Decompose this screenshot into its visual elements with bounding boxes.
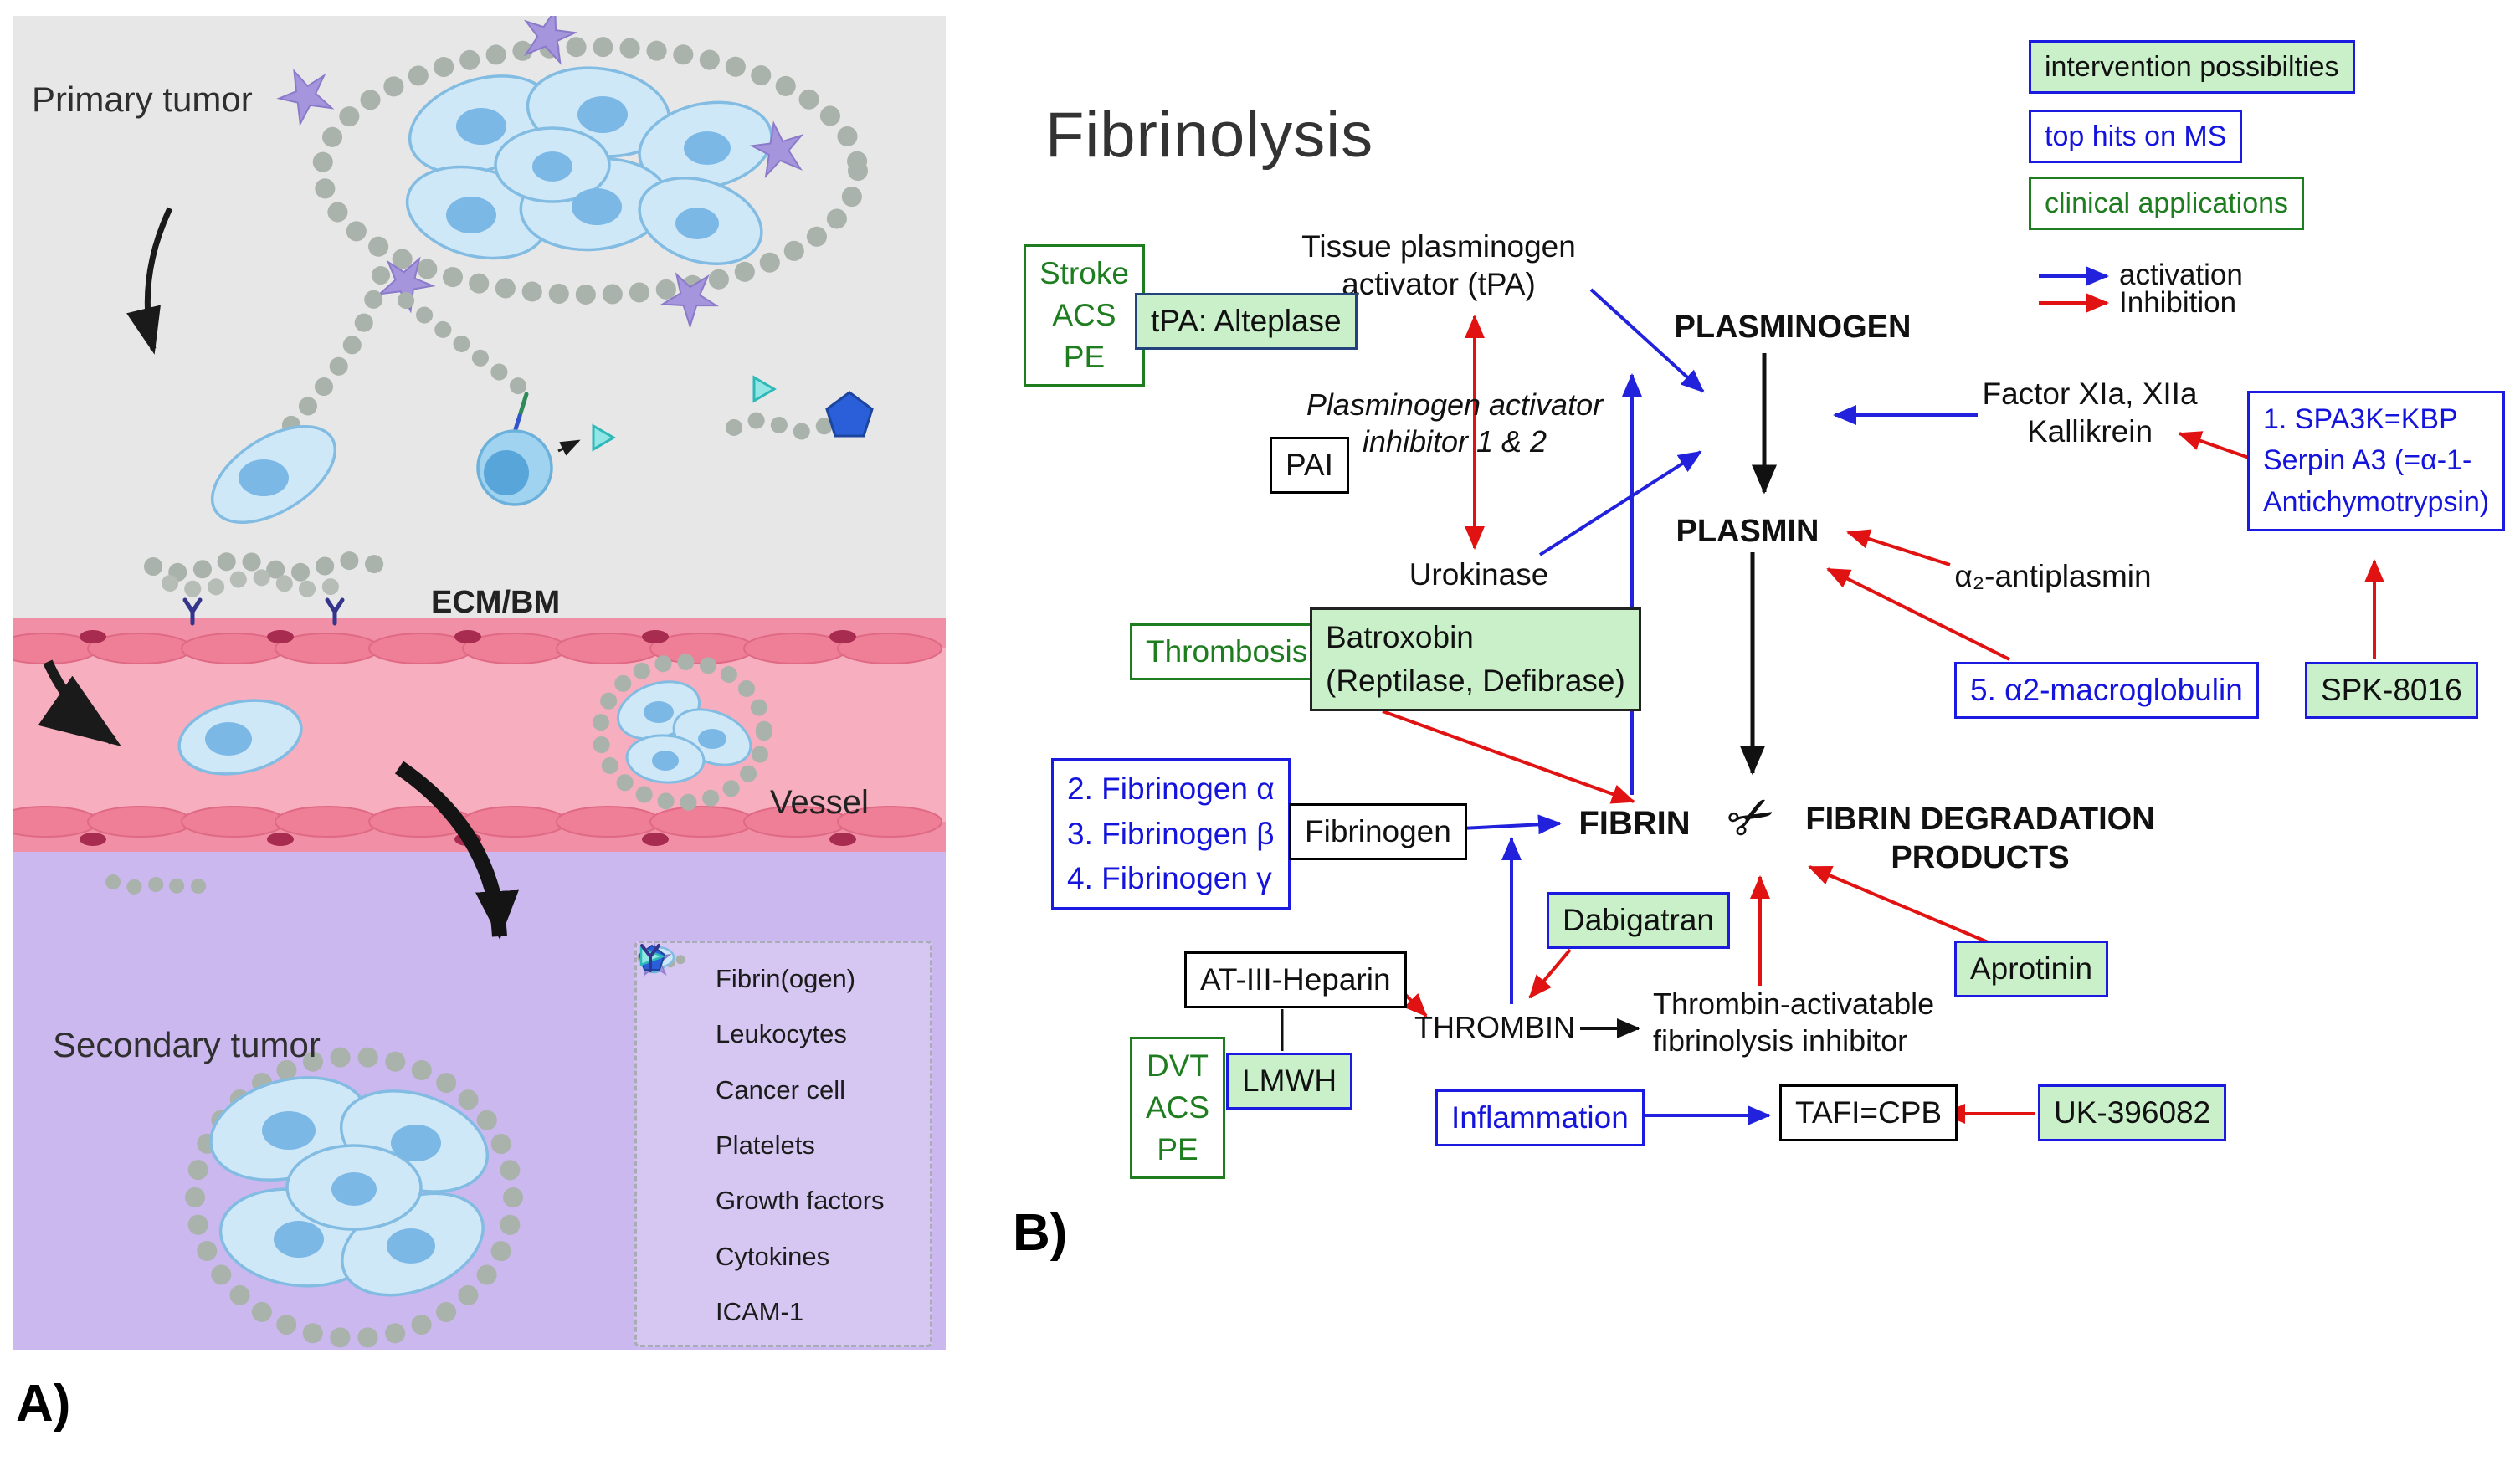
panel-b-fibrinolysis-diagram: Fibrinolysis intervention possibilties t… <box>964 0 2520 1461</box>
legend-label: ICAM-1 <box>716 1296 804 1326</box>
legend-label: Leukocytes <box>716 1019 847 1049</box>
dvt-acs-pe-box: DVT ACS PE <box>1130 1037 1226 1179</box>
urokinase-label: Urokinase <box>1409 557 1549 592</box>
panel-a-legend: Fibrin(ogen) Leukocytes Cancer cell Plat… <box>634 941 932 1347</box>
legend-label: Platelets <box>716 1130 815 1160</box>
alpha2-macroglobulin-box: 5. α2-macroglobulin <box>1954 662 2259 720</box>
cancer-cell-in-vessel <box>177 699 303 776</box>
fibrin-label: FIBRIN <box>1578 805 1691 842</box>
lmwh-box: LMWH <box>1226 1053 1353 1110</box>
primary-tumor-nuclei <box>446 96 731 239</box>
circulating-cluster-cells <box>616 680 752 784</box>
arrow-batroxobin-on-fibrinogen <box>1382 710 1635 804</box>
vessel-wall-top <box>13 618 946 664</box>
circulating-cluster-nuclei <box>644 701 726 771</box>
tafi-full-label: Thrombin-activatable fibrinolysis inhibi… <box>1653 987 1935 1058</box>
plasminogen-label: PLASMINOGEN <box>1674 310 1912 345</box>
fibrin-chain-right <box>726 412 836 440</box>
legend-label: Growth factors <box>716 1186 885 1216</box>
panel-a-tag: A) <box>16 1375 71 1433</box>
legend-label: Cytokines <box>716 1241 830 1271</box>
metastasis-artwork <box>13 16 946 1350</box>
factor-xia-xiia-label: Factor XIa, XIIa Kallikrein <box>1982 377 2198 449</box>
spk-8016-box: SPK-8016 <box>2305 662 2478 720</box>
vessel-label: Vessel <box>770 784 869 821</box>
growth-factor-icon-a <box>825 391 874 438</box>
legend-label: Cancer cell <box>716 1074 846 1105</box>
tissue-plasminogen-activator-label: Tissue plasminogen activator (tPA) <box>1301 229 1576 302</box>
arrow-fibrinogen-to-fibrin <box>1460 814 1562 835</box>
arrow-aprotinin-inhibits-plasmin-cleavage <box>1808 865 1993 946</box>
legend-item-growth-factors: Growth factors <box>638 944 921 1225</box>
icam1-receptors <box>182 597 345 626</box>
key-inhibition-label: Inhibition <box>2119 286 2237 319</box>
scissors-icon: ✂ <box>1716 778 1788 855</box>
arrow-antiplasmin-inhibits-plasmin <box>1846 529 1951 566</box>
key-top-hits-box: top hits on MS <box>2029 110 2243 164</box>
aprotinin-box: Aprotinin <box>1954 941 2109 998</box>
cytokine-icon-a <box>592 423 616 452</box>
spa3k-serpin-a3-box: 1. SPA3K=KBP Serpin A3 (=α-1- Antichymot… <box>2247 391 2506 531</box>
panel-b-tag: B) <box>1013 1204 1068 1262</box>
fibrin-chain-descending <box>269 266 390 448</box>
tpa-alteplase-box: tPA: Alteplase <box>1135 293 1358 351</box>
thrombin-label: THROMBIN <box>1414 1010 1575 1044</box>
legend-item-cancer-cell: Cancer cell <box>639 946 921 1115</box>
stroke-acs-pe-box: Stroke ACS PE <box>1024 244 1145 387</box>
fibrin-row-ecm-2 <box>162 569 349 597</box>
fibrinogen-variants-box: 2. Fibrinogen α 3. Fibrinogen β 4. Fibri… <box>1051 758 1291 910</box>
key-intervention-box: intervention possibilties <box>2029 40 2355 95</box>
ecm-bm-label: ECM/BM <box>431 585 561 620</box>
legend-item-leukocytes: Leukocytes <box>639 946 921 1059</box>
invading-cancer-cell <box>210 424 337 525</box>
legend-item-platelets: Platelets <box>637 943 921 1170</box>
tafi-cpb-box: TAFI=CPB <box>1779 1084 1958 1142</box>
secondary-tumor-nuclei <box>262 1111 441 1264</box>
circulating-cluster-fibrin-ring <box>592 654 772 811</box>
arrow-detachment <box>126 207 173 355</box>
legend-label: Fibrin(ogen) <box>716 964 856 993</box>
leukocyte-cell <box>476 429 553 506</box>
fibrinogen-box: Fibrinogen <box>1289 803 1467 861</box>
plasmin-label: PLASMIN <box>1676 514 1819 549</box>
arrow-extravasation <box>394 761 519 940</box>
batroxobin-box: Batroxobin (Reptilase, Defibrase) <box>1310 607 1641 711</box>
fibrin-chain-branch <box>398 292 533 399</box>
arrow-intravasation <box>38 659 121 746</box>
legend-item-icam1: ICAM-1 <box>640 944 921 1336</box>
arrow-dabigatran-inhibits-thrombin <box>1528 948 1572 999</box>
primary-tumor-label: Primary tumor <box>32 79 253 119</box>
at-iii-heparin-box: AT-III-Heparin <box>1184 951 1407 1009</box>
diagram-title: Fibrinolysis <box>1045 100 1374 171</box>
primary-tumor-fibrin-ring <box>312 37 868 305</box>
cytokine-release-arrow <box>557 439 581 456</box>
key-clinical-box: clinical applications <box>2029 177 2305 231</box>
cytokine-icon-b <box>752 375 777 403</box>
thrombosis-box: Thrombosis <box>1130 623 1324 681</box>
alpha2-antiplasmin-label: α₂-antiplasmin <box>1954 559 2152 593</box>
secondary-tumor-fibrin-ring <box>185 1047 523 1348</box>
legend-item-cytokines: Cytokines <box>639 946 921 1281</box>
fibrin-row-ecm-1 <box>144 551 390 582</box>
fibrin-chain-below-vessel <box>105 874 221 895</box>
key-activation-label: activation <box>2119 259 2243 291</box>
fibrin-degradation-products-label: FIBRIN DEGRADATION PRODUCTS <box>1805 802 2155 876</box>
dabigatran-box: Dabigatran <box>1547 892 1731 950</box>
inflammation-box: Inflammation <box>1435 1089 1645 1147</box>
pai-box: PAI <box>1270 437 1349 495</box>
panel-a-metastasis-illustration: Primary tumor ECM/BM Vessel Secondary tu… <box>13 16 946 1350</box>
legend-item-fibrinogen: Fibrin(ogen) <box>637 948 921 1003</box>
uk-396082-box: UK-396082 <box>2038 1084 2227 1142</box>
plasminogen-activator-inhibitor-label: Plasminogen activator inhibitor 1 & 2 <box>1306 387 1604 459</box>
receptor-link <box>513 392 529 432</box>
secondary-tumor-label: Secondary tumor <box>53 1025 321 1064</box>
